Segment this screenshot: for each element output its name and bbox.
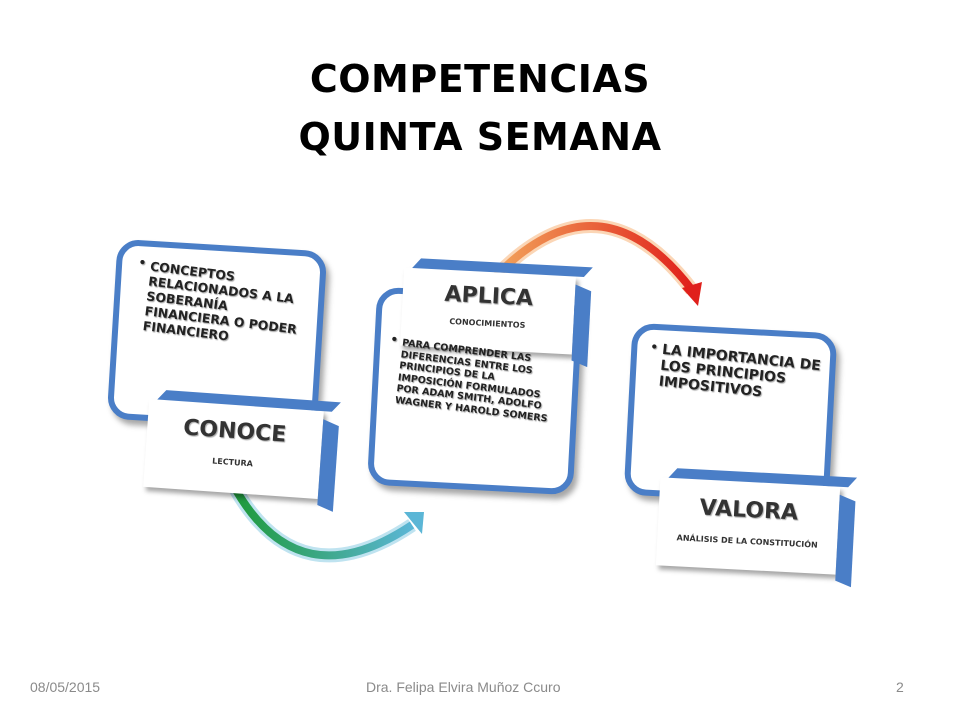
label-aplica-title: APLICA bbox=[443, 281, 534, 312]
bullet-icon: • bbox=[389, 331, 399, 347]
footer-author: Dra. Felipa Elvira Muñoz Ccuro bbox=[366, 679, 561, 695]
arrow-head-2 bbox=[682, 282, 702, 306]
label-conoce-title: CONOCE bbox=[182, 415, 288, 448]
arrow-conoce-to-aplica bbox=[229, 486, 424, 563]
footer-date: 08/05/2015 bbox=[30, 679, 101, 695]
arrow-head-1 bbox=[404, 512, 424, 534]
label-valora: VALORA ANÁLISIS DE LA CONSTITUCIÓN bbox=[655, 468, 858, 588]
label-conoce-sublabel: LECTURA bbox=[211, 456, 254, 469]
footer-page-number: 2 bbox=[896, 679, 904, 695]
arrow-aplica-to-valora bbox=[492, 219, 702, 306]
slide-title: COMPETENCIAS QUINTA SEMANA bbox=[0, 50, 960, 166]
bullet-icon: • bbox=[649, 339, 659, 355]
title-line-2: QUINTA SEMANA bbox=[298, 115, 662, 159]
label-valora-sublabel: ANÁLISIS DE LA CONSTITUCIÓN bbox=[676, 533, 818, 550]
label-aplica-sublabel: CONOCIMIENTOS bbox=[449, 316, 526, 330]
label-valora-title: VALORA bbox=[698, 495, 799, 526]
label-conoce: CONOCE LECTURA bbox=[143, 390, 341, 512]
bullet-icon: • bbox=[137, 255, 148, 270]
title-line-1: COMPETENCIAS bbox=[309, 57, 651, 101]
